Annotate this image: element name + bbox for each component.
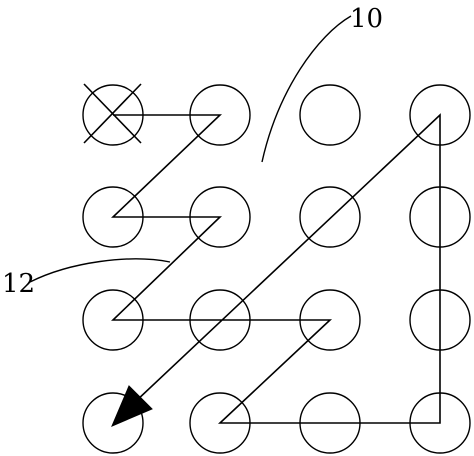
ref-label-12: 12 [2,269,35,299]
cross-mark-icon [83,83,142,144]
leader-line-10 [261,15,352,163]
arrow-head-icon [111,385,153,427]
unlock-path-line [111,113,441,424]
ref-label-10: 10 [350,4,383,34]
leader-line-12 [29,258,171,283]
grid-circle-r1-c3 [299,84,361,146]
grid-circle-r4-c1 [82,392,144,454]
grid-circle-r2-c3 [299,186,361,248]
